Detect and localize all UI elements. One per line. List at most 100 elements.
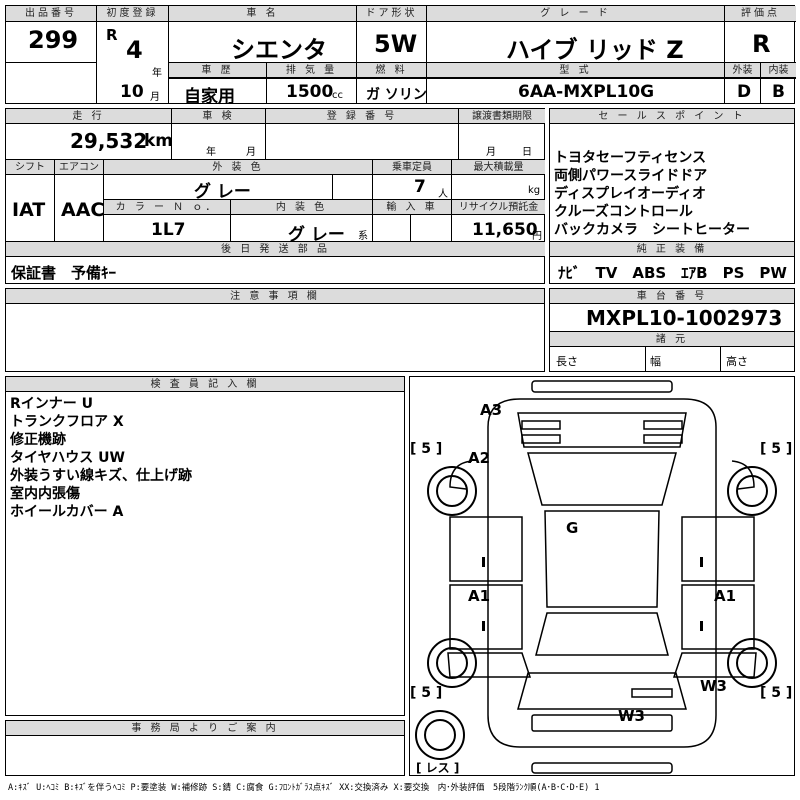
later-parts-label: 後 日 発 送 部 品: [6, 242, 545, 257]
score-label: 評価点: [725, 6, 796, 22]
int-color-label: 内 装 色: [231, 200, 372, 215]
shift: IAT: [12, 199, 46, 221]
displacement: 1500: [286, 82, 334, 102]
ac: AAC: [61, 199, 105, 221]
spare-tire: [ レス ]: [416, 761, 460, 775]
era: R: [106, 26, 118, 44]
chassis-section: 車 台 番 号 MXPL10-1002973 諸 元 長さ 幅 高さ: [549, 288, 795, 372]
sales-point-item: ディスプレイオーディオ: [554, 186, 707, 202]
capacity-unit: 人: [438, 189, 448, 200]
lot-label: 出品番号: [6, 6, 96, 22]
transfer-month: 月: [486, 147, 496, 158]
mark-g: G: [566, 519, 579, 537]
mark-a1-right: A1: [714, 587, 737, 605]
interior-label: 内装: [761, 63, 796, 78]
shift-label: シフト: [6, 160, 54, 175]
width-label: 幅: [650, 355, 661, 368]
tire-rear-right: [ 5 ]: [760, 685, 793, 701]
car-name-label: 車 名: [169, 6, 356, 22]
load-unit: kg: [528, 185, 541, 196]
month-unit: 月: [150, 92, 160, 103]
sales-point-item: バックカメラ シートヒーター: [554, 222, 750, 238]
spec-label: 諸 元: [550, 332, 794, 347]
ac-label: エアコン: [55, 160, 103, 175]
import-label: 輸 入 車: [373, 200, 451, 215]
int-color-unit: 系: [358, 231, 368, 242]
sales-point-item: トヨタセーフティセンス: [554, 150, 707, 166]
vehicle-details: 走 行 車 検 登 録 番 号 譲渡書類期限 29,532 km 年 月 月 日…: [5, 108, 545, 284]
displacement-label: 排 気 量: [267, 63, 356, 78]
recycle-fee: 11,650: [472, 220, 538, 240]
load-label: 最大積載量: [452, 160, 545, 175]
ext-color-label: 外 装 色: [104, 160, 372, 175]
equipment: ﾅﾋﾞ TV ABS ｴｱB PS PW: [558, 264, 787, 282]
inspection-label: 車 検: [172, 109, 265, 124]
tire-front-left: [ 5 ]: [410, 441, 443, 457]
mileage-unit: km: [144, 131, 174, 151]
office-label: 事 務 局 よ り ご 案 内: [6, 721, 404, 736]
int-color: グ レー: [288, 225, 345, 245]
transfer-day: 日: [522, 147, 532, 158]
car-outline: [415, 380, 777, 774]
inspection-month: 月: [246, 147, 256, 158]
legend: A:ｷｽﾞ U:ﾍｺﾐ B:ｷｽﾞを伴うﾍｺﾐ P:要塗装 W:補修跡 S:錆 …: [8, 783, 600, 793]
equip-label: 純 正 装 備: [550, 242, 794, 257]
year-unit: 年: [152, 68, 162, 79]
office-section: 事 務 局 よ り ご 案 内: [5, 720, 405, 776]
exterior-label: 外装: [725, 63, 760, 78]
inspector-note-line: 修正機跡: [10, 432, 66, 448]
inspector-note-line: 室内内張傷: [10, 486, 80, 502]
color-no: 1L7: [151, 220, 186, 240]
reg-no-label: 登 録 番 号: [266, 109, 458, 124]
car-diagram: A3 A2 G A1 A1 W3 W3 [ 5 ] [ 5 ] [ 5 ] [ …: [409, 376, 795, 776]
fuel: ガ ソリン: [366, 87, 427, 103]
length-label: 長さ: [556, 355, 578, 368]
reg-year: 4: [126, 36, 143, 64]
sales-points: セ ー ル ス ポ イ ン ト トヨタセーフティセンス両側パワースライドドアディ…: [549, 108, 795, 284]
notes-label: 注 意 事 項 欄: [6, 289, 544, 304]
chassis-number: MXPL10-1002973: [586, 306, 783, 330]
history-label: 車 歴: [169, 63, 266, 78]
model-label: 型 式: [427, 63, 724, 78]
inspector-note-line: ホイールカバー A: [10, 504, 124, 520]
first-reg-label: 初度登録: [97, 6, 168, 22]
reg-month: 10: [120, 82, 144, 102]
car-name: シエンタ: [231, 36, 327, 64]
score: R: [752, 30, 771, 58]
inspector-note-line: タイヤハウス UW: [10, 450, 125, 466]
interior-grade: B: [772, 82, 785, 102]
sales-point-item: クルーズコントロール: [554, 204, 693, 220]
inspector-note-line: 外装うすい線キズ、仕上げ跡: [10, 468, 192, 484]
header-block: 出品番号 初度登録 車 名 ドア形状 グ レ ー ド 評価点 299 R 4 年…: [5, 5, 796, 107]
color-no-label: カ ラ ー Ｎ ｏ．: [104, 200, 230, 215]
capacity-label: 乗車定員: [373, 160, 451, 175]
car-history: 自家用: [184, 87, 235, 107]
mileage-label: 走 行: [6, 109, 171, 124]
mark-a1-left: A1: [468, 587, 491, 605]
sales-list: トヨタセーフティセンス両側パワースライドドアディスプレイオーディオクルーズコント…: [554, 149, 750, 239]
recycle-unit: 円: [532, 231, 542, 242]
tire-front-right: [ 5 ]: [760, 441, 793, 457]
sales-label: セ ー ル ス ポ イ ン ト: [550, 109, 794, 124]
inspection-year: 年: [206, 147, 216, 158]
height-label: 高さ: [726, 355, 748, 368]
door-label: ドア形状: [357, 6, 426, 22]
mileage: 29,532: [70, 129, 148, 153]
tire-rear-left: [ 5 ]: [410, 685, 443, 701]
grade-label: グ レ ー ド: [427, 6, 724, 22]
door-type: 5W: [374, 30, 418, 58]
capacity: 7: [414, 177, 426, 197]
model-code: 6AA-MXPL10G: [518, 82, 655, 102]
notes-section: 注 意 事 項 欄: [5, 288, 545, 372]
inspector-note-line: トランクフロア X: [10, 414, 124, 430]
sales-point-item: 両側パワースライドドア: [554, 168, 708, 184]
exterior-grade: D: [737, 82, 752, 102]
ext-color: グ レー: [194, 182, 251, 202]
fuel-label: 燃 料: [357, 63, 426, 78]
chassis-label: 車 台 番 号: [550, 289, 794, 304]
lot-number: 299: [28, 26, 79, 54]
displacement-unit: cc: [332, 90, 343, 101]
later-parts: 保証書 予備ｷｰ: [11, 264, 117, 282]
